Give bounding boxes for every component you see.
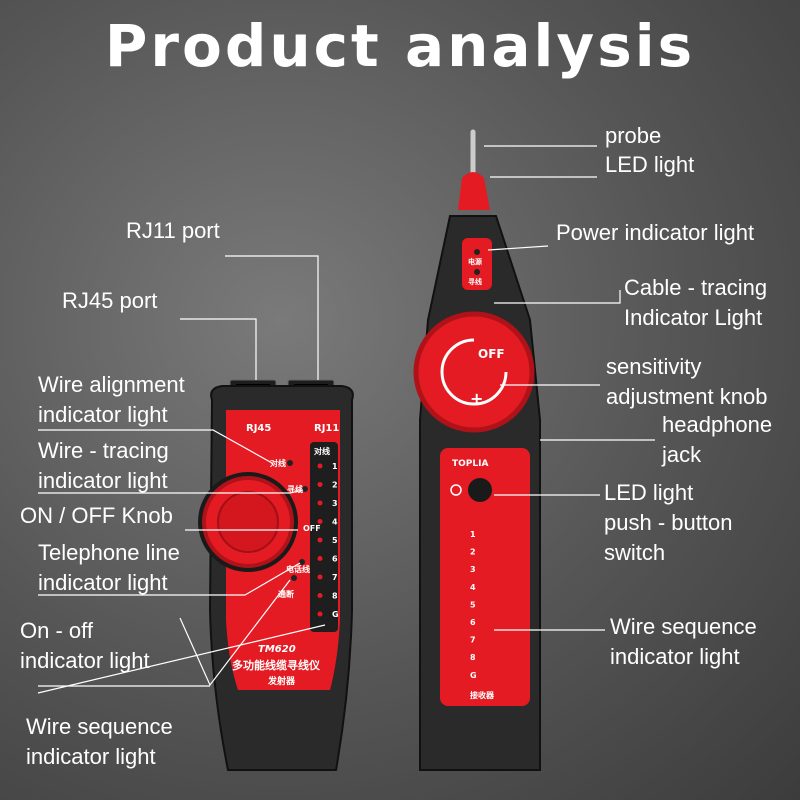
transmitter-indicator-dot — [317, 611, 323, 617]
receiver-indicator-dot — [480, 654, 486, 660]
device-type-label: 发射器 — [267, 675, 296, 687]
receiver-number-3: 3 — [470, 565, 476, 574]
transmitter-indicator-dot — [317, 482, 323, 487]
receiver-number-4: 4 — [470, 583, 476, 592]
rj11-port-label: RJ11 port — [126, 218, 220, 243]
receiver-type-label: 接收器 — [470, 690, 495, 700]
device-name-label: 多功能线缆寻线仪 — [232, 658, 321, 672]
power-indicator-label: Power indicator light — [556, 220, 755, 245]
transmitter-indicator-dot — [317, 519, 323, 524]
transmitter-indicator-dot — [317, 500, 323, 506]
receiver-indicator-dot — [480, 566, 486, 572]
receiver-power-label: 电源 — [468, 257, 482, 266]
off-label: OFF — [303, 524, 321, 533]
receiver-indicator-dot — [480, 584, 486, 590]
receiver-number-5: 5 — [470, 600, 476, 609]
rj45-label: RJ45 — [246, 423, 271, 434]
probe-label: probe — [605, 123, 662, 148]
receiver-number-7: 7 — [470, 636, 476, 645]
transmitter-number-8: 8 — [332, 592, 338, 601]
receiver-number-1: 1 — [470, 530, 476, 539]
transmitter-number-5: 5 — [332, 536, 338, 545]
rj45-port-label: RJ45 port — [62, 288, 158, 313]
transmitter-number-2: 2 — [332, 481, 338, 490]
transmitter-indicator-dot — [317, 556, 323, 561]
receiver-indicator-dot — [480, 672, 486, 678]
transmitter-indicator-dot — [317, 537, 323, 543]
phone-label: 电话线 — [286, 564, 310, 574]
transmitter-indicator-dot — [317, 463, 323, 469]
on-off-knob-label: ON / OFF Knob — [20, 503, 173, 528]
receiver-trace-label: 寻线 — [468, 277, 482, 286]
receiver-indicator-dot — [480, 637, 486, 643]
receiver-number-2: 2 — [470, 548, 476, 557]
receiver-indicator-dot — [480, 549, 486, 555]
power-label: 通断 — [278, 589, 294, 599]
brand-label: TOPLIA — [452, 459, 488, 469]
receiver-number-6: 6 — [470, 618, 476, 627]
trace-label: 寻线 — [287, 484, 303, 494]
receiver-indicator-dot — [480, 619, 486, 625]
align-panel-label: 对线 — [314, 446, 330, 456]
receiver-indicator-dot — [480, 531, 486, 537]
transmitter-number-6: 6 — [332, 555, 338, 564]
receiver-device: 电源 寻线 OFF + TOPLIA 1 2 3 4 5 6 7 8G 接收器 — [413, 129, 541, 771]
led-push-button[interactable] — [468, 478, 492, 502]
receiver-number-G: G — [470, 671, 477, 680]
transmitter-number-4: 4 — [332, 518, 338, 527]
transmitter-indicator-dot — [317, 574, 323, 580]
page-title: Product analysis — [104, 12, 696, 80]
receiver-off-label: OFF — [478, 347, 505, 361]
transmitter-number-G: G — [332, 610, 339, 619]
receiver-number-8: 8 — [470, 653, 476, 662]
led-light-label: LED light — [605, 152, 695, 177]
transmitter-number-1: 1 — [332, 462, 338, 471]
model-label: TM620 — [258, 644, 296, 655]
leader-lines — [37, 145, 655, 694]
transmitter-indicator-dot — [317, 593, 323, 598]
transmitter-number-3: 3 — [332, 499, 338, 508]
receiver-indicator-dot — [480, 601, 486, 607]
align-label: 对线 — [270, 458, 286, 468]
rj11-label: RJ11 — [314, 423, 339, 434]
transmitter-number-7: 7 — [332, 573, 338, 582]
receiver-plus-label: + — [470, 389, 483, 408]
sensitivity-knob[interactable] — [413, 311, 535, 433]
